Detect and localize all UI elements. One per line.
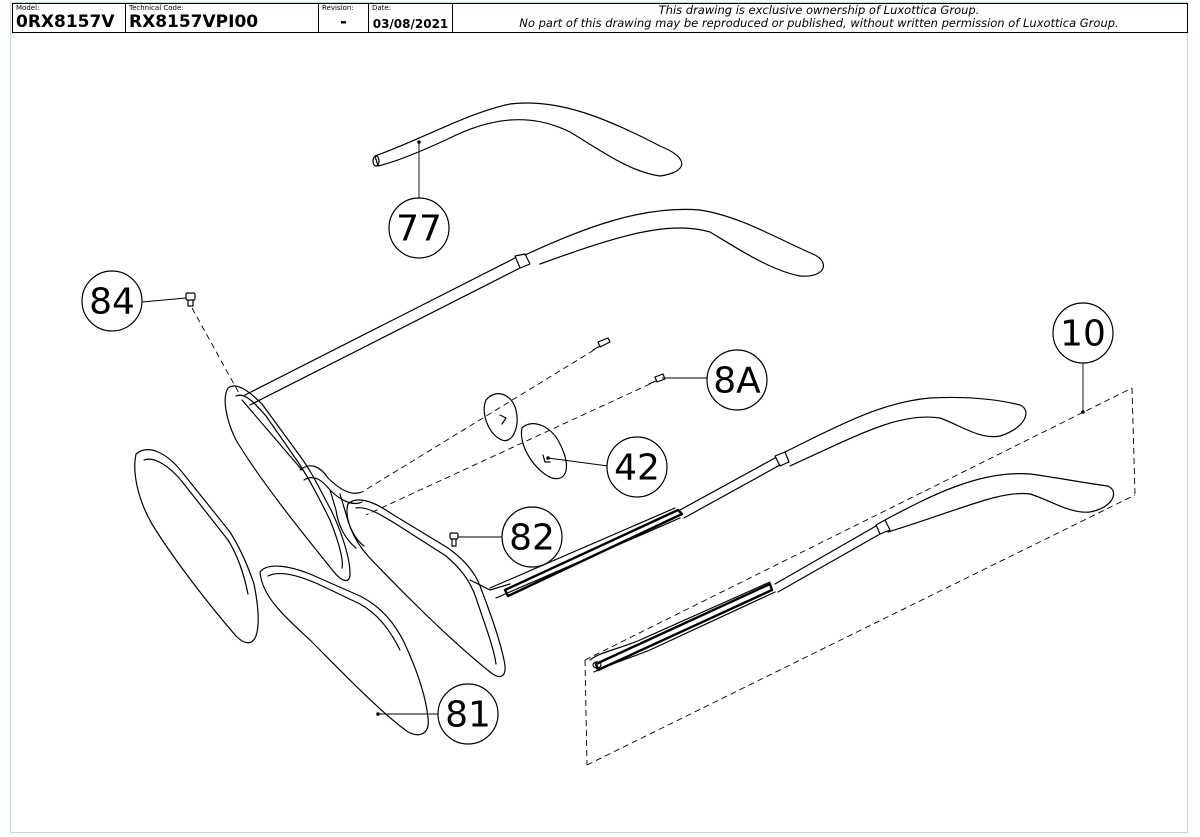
technical-code-cell: Technical Code: RX8157VPI00 <box>126 4 319 32</box>
part-8a-screws <box>592 337 666 385</box>
part-77-temple <box>372 102 683 177</box>
technical-code-label: Technical Code: <box>129 4 184 12</box>
part-84-screw <box>185 292 196 307</box>
notice-line-2: No part of this drawing may be reproduce… <box>519 16 1119 30</box>
callout-81-label: 81 <box>445 695 491 736</box>
revision-cell: Revision: - <box>319 4 369 32</box>
part-10-temple <box>589 472 1114 673</box>
callout-84-circle <box>81 270 143 332</box>
callout-42-circle <box>606 436 668 498</box>
drawing-frame <box>10 2 1188 833</box>
frame-left-rim <box>224 385 351 582</box>
callout-84-label: 84 <box>89 282 135 323</box>
part-81-lenses <box>134 449 429 736</box>
revision-value: - <box>339 12 348 32</box>
callout-10-label: 10 <box>1060 314 1106 355</box>
callout-77-circle <box>388 197 450 259</box>
upper-temple-arm <box>244 208 825 406</box>
frame-right-rim <box>346 499 511 678</box>
title-block: Model: 0RX8157V Technical Code: RX8157VP… <box>12 3 1188 33</box>
callout-8a-circle <box>706 349 768 411</box>
part-42-nose-pads <box>483 393 568 480</box>
assembly-lines <box>191 307 1136 766</box>
date-value: 03/08/2021 <box>372 17 449 31</box>
leader-dots <box>376 140 1085 716</box>
date-cell: Date: 03/08/2021 <box>369 4 453 32</box>
revision-label: Revision: <box>322 4 354 12</box>
date-label: Date: <box>372 4 392 12</box>
model-label: Model: <box>16 4 40 12</box>
part-82-screw <box>449 532 459 547</box>
model-cell: Model: 0RX8157V <box>13 4 126 32</box>
lower-temple-arm <box>489 396 1027 599</box>
model-value: 0RX8157V <box>16 12 115 32</box>
callout-77-label: 77 <box>396 209 442 250</box>
callout-8a-label: 8A <box>713 361 761 402</box>
notice-line-1: This drawing is exclusive ownership of L… <box>658 3 980 17</box>
leader-lines <box>141 142 1084 715</box>
technical-code-value: RX8157VPI00 <box>129 12 259 32</box>
callout-42-label: 42 <box>614 448 660 489</box>
callout-82-label: 82 <box>509 518 555 559</box>
callout-10-circle <box>1052 302 1114 364</box>
ownership-notice: This drawing is exclusive ownership of L… <box>453 4 1185 32</box>
callout-81-circle <box>437 683 499 745</box>
callout-82-circle <box>501 506 563 568</box>
